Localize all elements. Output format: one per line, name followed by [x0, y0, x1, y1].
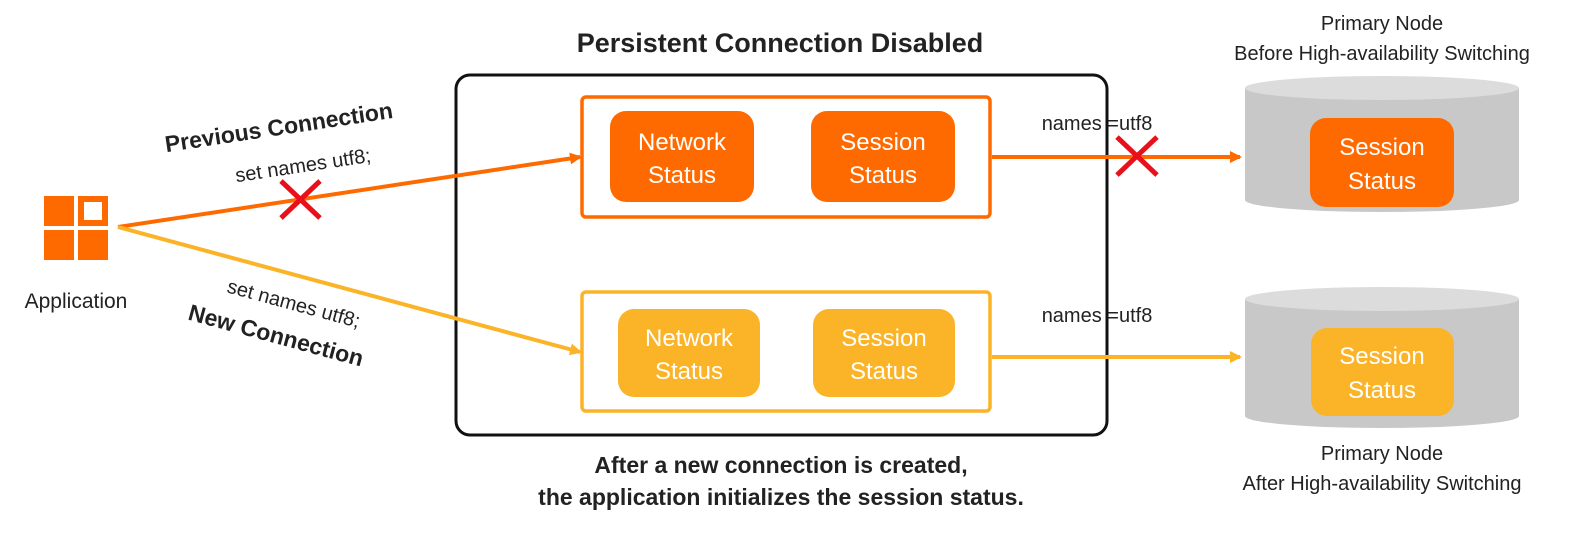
new-session-status-line1: Session: [841, 325, 926, 352]
persistent-connection-frame: [454, 73, 1109, 437]
application-grid-icon: [44, 196, 108, 260]
node-before-caption-line2: Before High-availability Switching: [1234, 43, 1530, 65]
new-connection-line: [117, 225, 582, 356]
node-after-session-status-line2: Status: [1348, 377, 1416, 404]
node-before-session-status-box: [1310, 118, 1454, 207]
node-after-session-status-box: [1311, 328, 1454, 416]
new-network-status-box: [618, 309, 760, 397]
new-network-status-line1: Network: [645, 325, 734, 352]
new-session-status-box: [813, 309, 955, 397]
new-session-status-line2: Status: [850, 358, 918, 385]
red-cross-icon: [1115, 135, 1159, 177]
previous-connection-command: set names utf8;: [234, 145, 373, 187]
previous-session-status-line2: Status: [849, 162, 917, 189]
previous-connection-line: [117, 152, 582, 229]
previous-network-status-box: [610, 111, 754, 202]
new-network-status-line2: Status: [655, 358, 723, 385]
node-before-session-status-line2: Status: [1348, 168, 1416, 195]
red-cross-icon: [279, 179, 322, 220]
previous-network-status-line2: Status: [648, 162, 716, 189]
diagram-title: Persistent Connection Disabled: [577, 28, 984, 58]
application-label: Application: [25, 290, 128, 313]
node-after-session-status-line1: Session: [1339, 343, 1424, 370]
node-after-caption-line1: Primary Node: [1321, 443, 1443, 465]
previous-link-label: names =utf8: [1042, 113, 1153, 135]
footer-line1: After a new connection is created,: [594, 452, 967, 478]
node-before-session-status-line1: Session: [1339, 134, 1424, 161]
node-after-caption-line2: After High-availability Switching: [1242, 473, 1521, 495]
previous-session-status-box: [811, 111, 955, 202]
previous-network-status-line1: Network: [638, 129, 727, 156]
new-link-label: names =utf8: [1042, 305, 1153, 327]
node-before-caption-line1: Primary Node: [1321, 13, 1443, 35]
footer-line2: the application initializes the session …: [538, 484, 1024, 510]
previous-session-status-line1: Session: [840, 129, 925, 156]
